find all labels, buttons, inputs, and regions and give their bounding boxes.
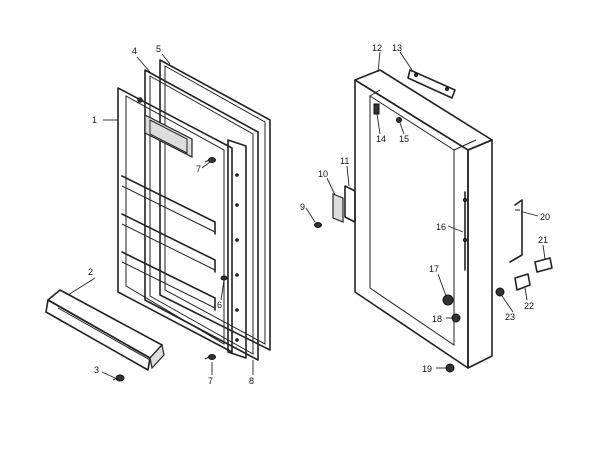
top-hinge-bracket [407, 69, 456, 99]
screw-6 [220, 275, 228, 281]
screw-7-lower [204, 354, 216, 360]
callout-7-lower: 7 [208, 376, 213, 386]
callout-22: 22 [524, 301, 534, 311]
callout-21: 21 [538, 235, 548, 245]
callout-17: 17 [429, 264, 439, 274]
callout-19: 19 [422, 364, 432, 374]
bushing-15 [396, 117, 402, 123]
screw-3 [112, 374, 125, 382]
callout-6: 6 [217, 300, 222, 310]
outer-door-panel [159, 59, 271, 351]
hinge-bracket-20 [509, 199, 523, 263]
callout-5: 5 [156, 44, 161, 54]
screw-7-upper [204, 157, 216, 163]
callout-10: 10 [318, 169, 328, 179]
shelf-rail [45, 289, 165, 371]
bushing-18 [451, 313, 461, 323]
hinge-22 [514, 273, 531, 291]
callout-9: 9 [300, 202, 305, 212]
callout-3: 3 [94, 365, 99, 375]
door-frame [354, 69, 493, 369]
callout-13: 13 [392, 43, 402, 53]
pin-14 [373, 103, 380, 115]
door-liner [117, 87, 233, 353]
callout-15: 15 [399, 134, 409, 144]
hinge-pin-21 [534, 257, 553, 273]
callout-18: 18 [432, 314, 442, 324]
bushing-17 [442, 294, 454, 306]
door-gasket [144, 69, 259, 361]
latch-plate-11 [344, 185, 356, 223]
screw-9 [314, 222, 322, 228]
screw-19 [445, 363, 455, 373]
callout-2: 2 [88, 267, 93, 277]
callout-4: 4 [132, 46, 137, 56]
callout-8: 8 [249, 376, 254, 386]
leader-lines [67, 51, 546, 379]
callout-20: 20 [540, 212, 550, 222]
latch-10 [332, 193, 344, 223]
callout-23: 23 [505, 312, 515, 322]
callout-7-upper: 7 [196, 164, 201, 174]
breaker-strip [227, 139, 247, 359]
callout-12: 12 [372, 43, 382, 53]
callout-14: 14 [376, 134, 386, 144]
callout-11: 11 [340, 156, 349, 166]
washer-23 [495, 287, 505, 297]
callout-16: 16 [436, 222, 446, 232]
hinge-rod-16 [463, 191, 467, 271]
callout-1: 1 [92, 115, 97, 125]
